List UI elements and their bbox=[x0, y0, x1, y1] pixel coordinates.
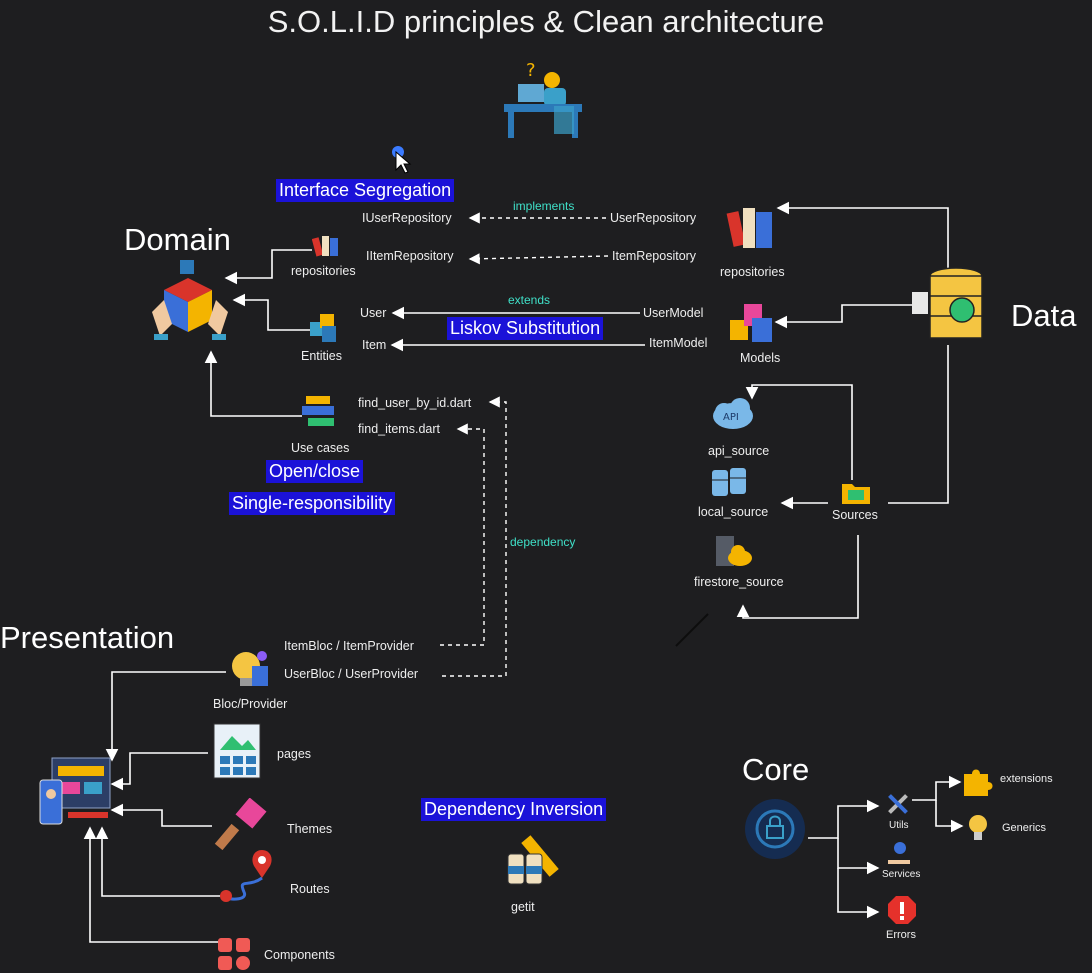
api-cloud-icon: API bbox=[713, 398, 753, 429]
themes-label: Themes bbox=[287, 822, 333, 836]
find-user-by-id-label: find_user_by_id.dart bbox=[358, 396, 472, 410]
pages-layout-icon bbox=[213, 723, 261, 779]
data-repositories-books-icon bbox=[726, 208, 772, 248]
principle-open-close: Open/close bbox=[266, 460, 364, 483]
implements-label: implements bbox=[513, 199, 575, 213]
presentation-title: Presentation bbox=[0, 620, 175, 655]
errors-warning-icon bbox=[888, 896, 916, 924]
use-cases-label: Use cases bbox=[291, 441, 350, 455]
extensions-label: extensions bbox=[1000, 773, 1053, 785]
api-source-label: api_source bbox=[708, 444, 770, 458]
bloc-provider-bulb-icon bbox=[232, 651, 268, 686]
generics-bulb-icon bbox=[969, 815, 987, 840]
sources-folder-icon bbox=[842, 484, 870, 504]
iitem-repository-label: IItemRepository bbox=[366, 249, 454, 263]
routes-label: Routes bbox=[290, 882, 330, 896]
find-items-label: find_items.dart bbox=[358, 422, 440, 436]
utils-label: Utils bbox=[889, 820, 909, 831]
item-model-label: ItemModel bbox=[649, 336, 708, 350]
services-hand-icon bbox=[888, 842, 910, 864]
models-cubes-icon bbox=[730, 304, 772, 342]
getit-label: getit bbox=[511, 900, 535, 914]
utils-tools-icon bbox=[888, 794, 908, 814]
local-source-label: local_source bbox=[698, 505, 769, 519]
local-database-icon bbox=[712, 468, 746, 496]
routes-map-pin-icon bbox=[220, 850, 272, 902]
entities-label: Entities bbox=[301, 349, 342, 363]
components-grid-icon bbox=[218, 938, 250, 970]
themes-paintbrush-icon bbox=[214, 798, 267, 851]
principle-interface-segregation: Interface Segregation bbox=[276, 179, 455, 202]
dependency-label: dependency bbox=[510, 535, 576, 549]
extensions-puzzle-icon bbox=[964, 769, 993, 796]
svg-text:?: ? bbox=[526, 60, 536, 81]
domain-title: Domain bbox=[124, 222, 231, 257]
item-repository-label: ItemRepository bbox=[612, 249, 697, 263]
errors-label: Errors bbox=[886, 929, 916, 941]
item-bloc-label: ItemBloc / ItemProvider bbox=[284, 639, 414, 653]
data-repositories-label: repositories bbox=[720, 265, 785, 279]
user-bloc-label: UserBloc / UserProvider bbox=[284, 667, 419, 681]
components-label: Components bbox=[264, 948, 335, 962]
data-title: Data bbox=[1011, 298, 1077, 333]
page-title: S.O.L.I.D principles & Clean architectur… bbox=[267, 4, 825, 39]
principle-liskov-substitution: Liskov Substitution bbox=[447, 317, 604, 340]
domain-repositories-books-icon bbox=[312, 236, 338, 257]
sources-label: Sources bbox=[832, 508, 878, 522]
developer-desk-icon: ? bbox=[504, 60, 582, 138]
domain-repositories-label: repositories bbox=[291, 264, 356, 278]
database-gear-icon bbox=[912, 267, 983, 339]
extends-label: extends bbox=[508, 293, 551, 307]
pages-label: pages bbox=[277, 747, 312, 761]
getit-syringe-icon bbox=[507, 835, 559, 885]
core-lock-circuit-icon bbox=[745, 799, 805, 859]
entities-blocks-icon bbox=[310, 314, 336, 342]
api-icon-text: API bbox=[723, 412, 739, 423]
models-label: Models bbox=[740, 351, 781, 365]
firestore-source-label: firestore_source bbox=[694, 575, 784, 589]
services-label: Services bbox=[882, 869, 921, 880]
user-repository-label: UserRepository bbox=[610, 211, 697, 225]
item-entity-label: Item bbox=[362, 338, 387, 352]
iuser-repository-label: IUserRepository bbox=[362, 211, 452, 225]
cursor-icon bbox=[392, 146, 412, 174]
presentation-screens-icon bbox=[39, 757, 111, 825]
firestore-cloud-server-icon bbox=[716, 536, 752, 566]
user-entity-label: User bbox=[360, 306, 387, 320]
user-model-label: UserModel bbox=[643, 306, 704, 320]
core-title: Core bbox=[742, 752, 810, 787]
principle-dependency-inversion: Dependency Inversion bbox=[421, 798, 607, 821]
generics-label: Generics bbox=[1002, 822, 1047, 834]
bloc-provider-label: Bloc/Provider bbox=[213, 697, 288, 711]
principle-single-responsibility: Single-responsibility bbox=[229, 492, 396, 515]
use-cases-stack-icon bbox=[302, 396, 334, 426]
domain-cube-hands-icon bbox=[152, 260, 228, 340]
